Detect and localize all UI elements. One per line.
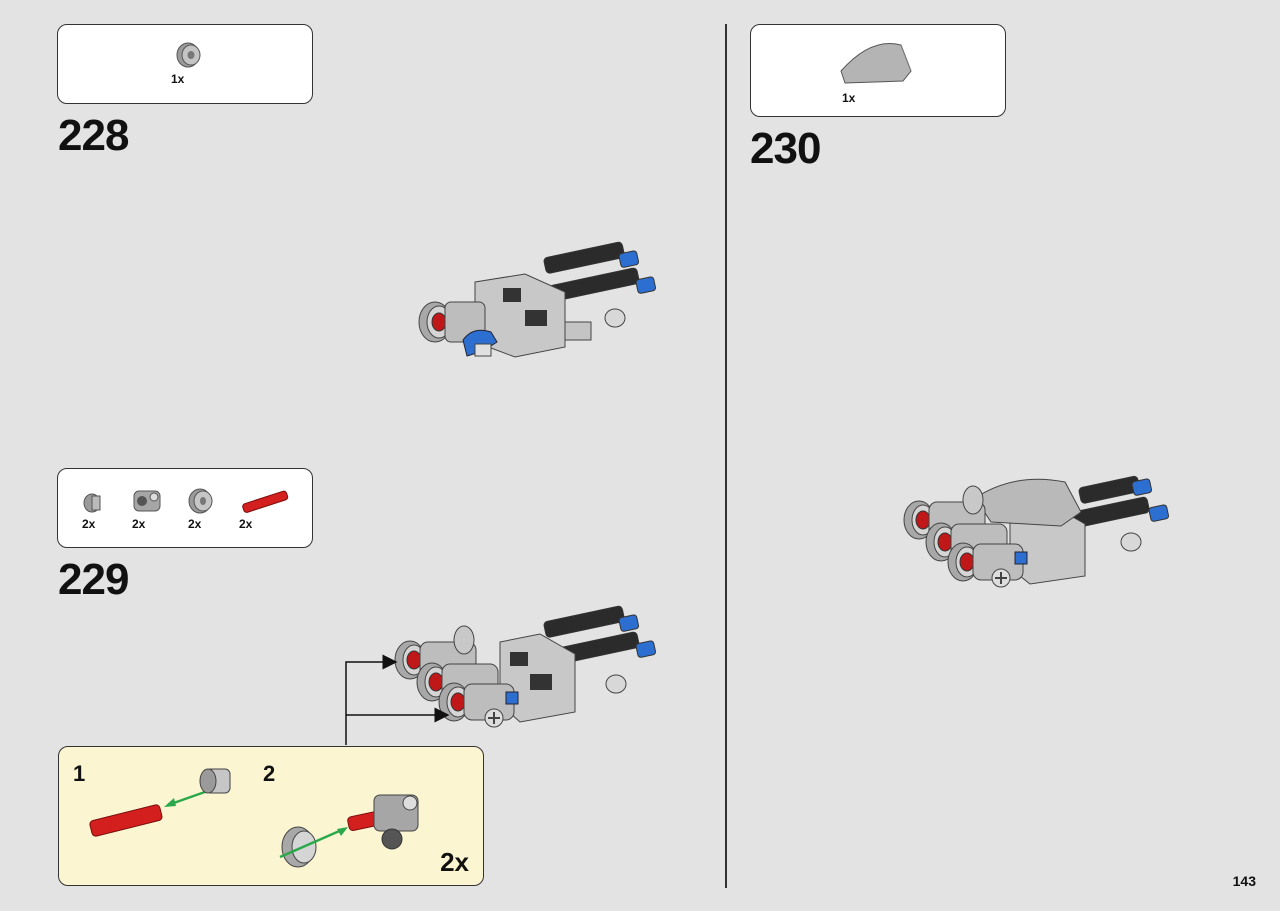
gray-pulley-bush-icon: [176, 42, 201, 68]
gray-connector-icon: [133, 490, 161, 512]
model-step-228: [418, 241, 657, 358]
step-number-229: 229: [58, 555, 129, 604]
substep-number-1: 1: [73, 761, 86, 786]
part-qty: 2x: [188, 517, 202, 531]
substep-2-illustration: [279, 794, 419, 868]
part-qty: 2x: [82, 517, 96, 531]
step-number-230: 230: [750, 124, 821, 173]
gray-curved-slope-icon: [840, 43, 912, 84]
axle-upper: [543, 241, 657, 302]
substep-number-2: 2: [263, 761, 276, 786]
parts-list-229: 2x 2x 2x 2x: [57, 468, 313, 548]
model-step-230: [903, 475, 1170, 588]
part-qty: 1x: [842, 91, 856, 105]
step-number-228: 228: [58, 111, 129, 160]
parts-list-230: 1x: [750, 24, 1006, 117]
part-qty: 1x: [171, 72, 185, 86]
page-number: 143: [1232, 873, 1256, 889]
column-divider: [725, 24, 727, 888]
substep-callout: 1 2 2x: [58, 746, 484, 886]
substep-1-illustration: [89, 768, 231, 837]
part-qty: 2x: [239, 517, 253, 531]
substep-multiplier: 2x: [440, 847, 469, 877]
parts-list-228: 1x: [57, 24, 313, 104]
part-qty: 2x: [132, 517, 146, 531]
gray-bush-icon: [83, 493, 101, 513]
gray-pulley-icon: [188, 488, 213, 514]
model-step-229: [394, 605, 657, 728]
red-axle-pin-icon: [242, 490, 289, 513]
callout-arrows: [345, 654, 450, 745]
